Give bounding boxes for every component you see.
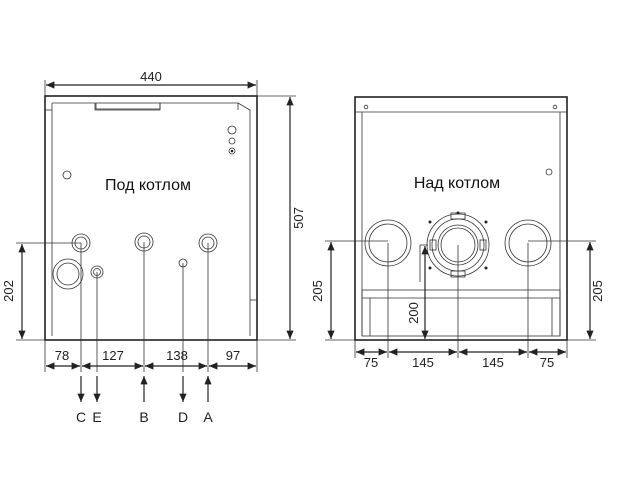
- right-caption: Над котлом: [414, 175, 500, 192]
- dim-bottom-1: 78: [55, 348, 69, 363]
- right-dim-bottom-3: 145: [482, 355, 504, 370]
- right-dim-bottom-2: 145: [412, 355, 434, 370]
- left-top-vent: [95, 102, 161, 110]
- right-view: Над котлом 205: [310, 96, 605, 370]
- right-dim-right-label: 205: [590, 280, 605, 302]
- left-hole-1: [227, 125, 237, 135]
- letter-d: D: [178, 409, 188, 425]
- right-boiler-body: [354, 96, 568, 341]
- right-dim-left-label: 205: [310, 280, 325, 302]
- right-bottom-recess: [361, 289, 561, 337]
- letter-e: E: [92, 409, 101, 425]
- letter-b: B: [139, 409, 148, 425]
- dim-bottom-3: 138: [166, 348, 188, 363]
- right-hole: [545, 168, 553, 176]
- dim-left-height-label: 202: [1, 280, 16, 302]
- left-caption: Под котлом: [105, 177, 191, 194]
- dim-height-label: 507: [291, 207, 306, 229]
- dim-bottom-4: 97: [226, 348, 240, 363]
- letter-c: C: [76, 409, 86, 425]
- left-view: Под котлом 440 507 202: [1, 69, 306, 425]
- right-dim-bottom-1: 75: [364, 355, 378, 370]
- right-dim-center-label: 200: [406, 302, 421, 324]
- letter-a: A: [203, 409, 213, 425]
- dim-bottom-2: 127: [102, 348, 124, 363]
- left-boiler-body: [44, 95, 258, 341]
- dim-top-width-label: 440: [140, 69, 162, 84]
- connector-large: [52, 258, 84, 290]
- left-hole-2: [62, 170, 72, 180]
- right-dim-bottom-4: 75: [540, 355, 554, 370]
